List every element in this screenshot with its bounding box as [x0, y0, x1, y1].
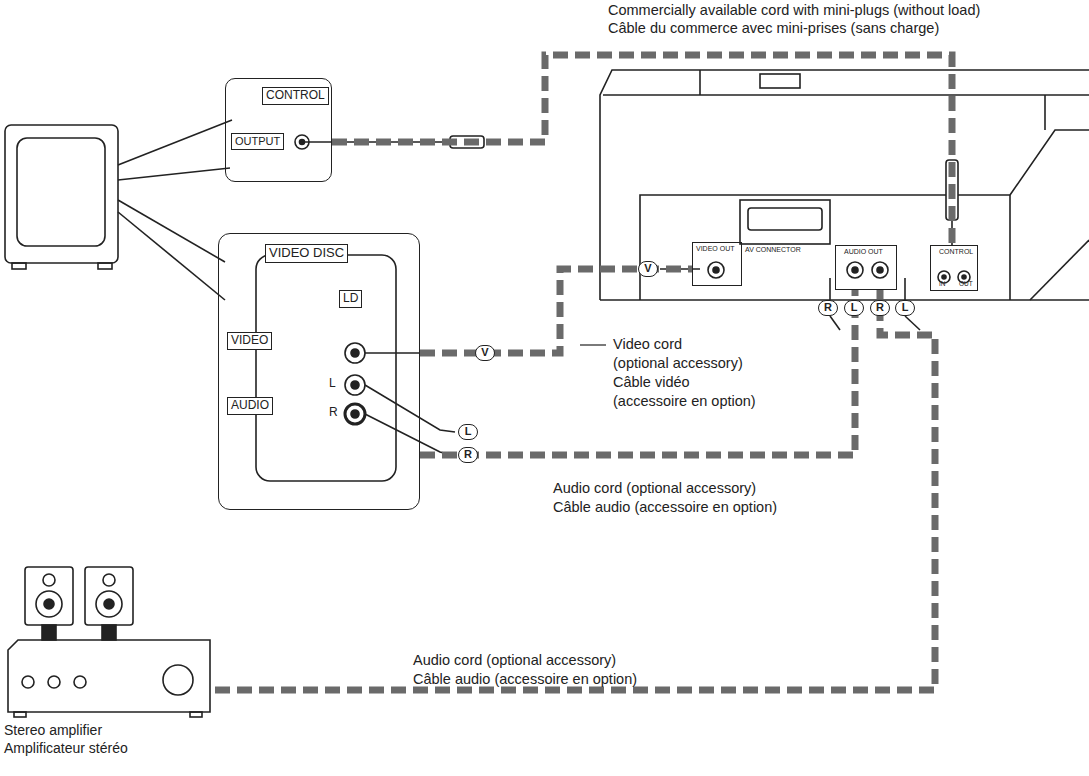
control-panel: CONTROL OUTPUT — [225, 78, 332, 182]
panel-label: L — [329, 377, 336, 391]
cord-label: Câble vidéo — [613, 374, 690, 391]
cable — [332, 55, 952, 245]
cable — [420, 290, 855, 455]
panel-label: Amplificateur stéréo — [4, 740, 128, 756]
panel-label: IN — [939, 280, 946, 287]
plug-letter: R — [458, 447, 478, 463]
plug-letter: L — [844, 300, 864, 316]
panel-label: Stereo amplifier — [4, 722, 102, 738]
cord-label: Audio cord (optional accessory) — [413, 652, 616, 669]
video-out-box: VIDEO OUT — [692, 242, 742, 286]
panel-label-box: OUTPUT — [231, 133, 284, 150]
plug-letter: V — [475, 345, 495, 361]
cord-label: (optional accessory) — [613, 355, 743, 372]
cord-label: Câble audio (accessoire en option) — [553, 499, 777, 516]
panel-label: CONTROL — [939, 248, 973, 256]
cord-label: Câble audio (accessoire en option) — [413, 671, 637, 688]
panel-label: R — [329, 406, 338, 420]
panel-label: OUT — [959, 280, 973, 287]
cord-label: Video cord — [613, 336, 682, 353]
panel-label-box: VIDEO — [227, 332, 272, 350]
audio-out-box: AUDIO OUT — [835, 245, 897, 290]
plug-letter: V — [638, 261, 658, 277]
cord-label: (accessoire en option) — [613, 393, 756, 410]
panel-label: AV CONNECTOR — [745, 246, 801, 254]
control-jack-box: CONTROL IN OUT — [930, 245, 978, 291]
panel-label-box: LD — [339, 290, 362, 308]
panel-label-box: CONTROL — [262, 87, 329, 105]
panel-label: VIDEO OUT — [696, 245, 735, 253]
plug-letter: L — [895, 300, 915, 316]
plug-letter: L — [458, 424, 478, 440]
cord-label: Commercially available cord with mini-pl… — [608, 2, 980, 19]
plug-letter: R — [870, 300, 890, 316]
leader-line — [580, 344, 606, 345]
plug-letter: R — [818, 300, 838, 316]
player-rear-panel — [600, 70, 1089, 330]
cable — [215, 290, 935, 690]
panel-label-box: VIDEO DISC — [265, 244, 348, 263]
cable — [420, 269, 692, 353]
player-rear: AV CONNECTOR VIDEO OUT AUDIO OUT CONTROL IN O… — [600, 70, 1089, 310]
video-disc-panel: VIDEO DISC LD VIDEO AUDIO L R — [218, 233, 420, 510]
cord-label: Câble du commerce avec mini-prises (sans… — [608, 20, 939, 37]
stereo-amplifier: Stereo amplifierAmplificateur stéréo — [0, 560, 215, 760]
panel-label-box: AUDIO — [227, 397, 273, 415]
video-disc-panel-inner — [256, 255, 455, 481]
panel-label: AUDIO OUT — [844, 248, 883, 256]
tv-set — [5, 120, 232, 300]
stereo-amplifier — [8, 567, 210, 717]
cord-label: Audio cord (optional accessory) — [553, 480, 756, 497]
